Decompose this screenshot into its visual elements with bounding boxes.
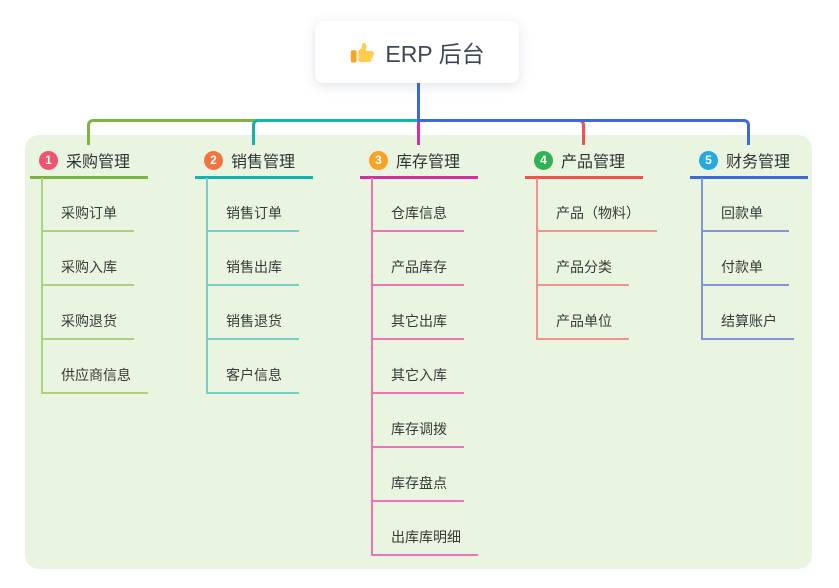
branch-topic[interactable]: 4 产品管理 bbox=[525, 147, 643, 179]
child-item-label: 回款单 bbox=[721, 205, 763, 221]
child-item-label: 结算账户 bbox=[721, 313, 777, 329]
branch-child-item[interactable]: 销售出库 bbox=[208, 232, 299, 286]
branch-child-item[interactable]: 供应商信息 bbox=[43, 340, 148, 394]
child-item-label: 销售出库 bbox=[226, 259, 282, 275]
branch-topic[interactable]: 3 库存管理 bbox=[360, 147, 478, 179]
branch-number-badge: 4 bbox=[534, 150, 553, 170]
child-item-label: 产品单位 bbox=[556, 313, 612, 329]
child-item-label: 其它入库 bbox=[391, 367, 447, 383]
child-item-label: 销售退货 bbox=[226, 313, 282, 329]
branch-number-badge: 1 bbox=[39, 150, 58, 170]
child-item-label: 客户信息 bbox=[226, 367, 282, 383]
branch-child-item[interactable]: 其它入库 bbox=[373, 340, 464, 394]
branch-child-item[interactable]: 库存调拨 bbox=[373, 394, 464, 448]
branch-number-badge: 5 bbox=[699, 150, 718, 170]
child-item-label: 库存盘点 bbox=[391, 475, 447, 491]
connector-branch-5 bbox=[417, 119, 750, 145]
branch-child-item[interactable]: 销售订单 bbox=[208, 178, 299, 232]
child-item-label: 仓库信息 bbox=[391, 205, 447, 221]
connector-branch-2 bbox=[252, 119, 419, 145]
branch-number-badge: 2 bbox=[204, 150, 223, 170]
root-node[interactable]: ERP 后台 bbox=[315, 21, 519, 83]
branch-topic-label: 库存管理 bbox=[396, 154, 461, 171]
branch-topic-label: 产品管理 bbox=[561, 154, 626, 171]
branch-child-item[interactable]: 采购订单 bbox=[43, 178, 134, 232]
child-item-label: 付款单 bbox=[721, 259, 763, 275]
branch-child-item[interactable]: 产品单位 bbox=[538, 286, 629, 340]
branch-topic[interactable]: 5 财务管理 bbox=[690, 147, 808, 179]
child-item-label: 产品（物料） bbox=[556, 205, 640, 221]
child-item-label: 其它出库 bbox=[391, 313, 447, 329]
branch-child-item[interactable]: 采购入库 bbox=[43, 232, 134, 286]
branch-child-item[interactable]: 产品分类 bbox=[538, 232, 629, 286]
branch-child-item[interactable]: 回款单 bbox=[703, 178, 789, 232]
child-item-label: 采购退货 bbox=[61, 313, 117, 329]
branch-topic-label: 采购管理 bbox=[66, 154, 131, 171]
root-stem-line bbox=[417, 82, 420, 121]
branch-child-item[interactable]: 仓库信息 bbox=[373, 178, 464, 232]
branch-child-item[interactable]: 客户信息 bbox=[208, 340, 299, 394]
branch-child-item[interactable]: 销售退货 bbox=[208, 286, 299, 340]
branch-child-list: 回款单付款单结算账户 bbox=[701, 178, 794, 340]
thumbs-up-icon bbox=[349, 39, 375, 65]
branch-topic[interactable]: 2 销售管理 bbox=[195, 147, 313, 179]
branch-child-list: 仓库信息产品库存其它出库其它入库库存调拨库存盘点出库库明细 bbox=[371, 178, 478, 556]
child-item-label: 产品库存 bbox=[391, 259, 447, 275]
branches-panel bbox=[25, 135, 812, 569]
branch-child-item[interactable]: 库存盘点 bbox=[373, 448, 464, 502]
child-item-label: 采购订单 bbox=[61, 205, 117, 221]
branch-child-list: 销售订单销售出库销售退货客户信息 bbox=[206, 178, 299, 394]
child-item-label: 销售订单 bbox=[226, 205, 282, 221]
branch-child-item[interactable]: 采购退货 bbox=[43, 286, 134, 340]
branch-topic-label: 销售管理 bbox=[231, 154, 296, 171]
branch-topic[interactable]: 1 采购管理 bbox=[30, 147, 148, 179]
connector-branch-3 bbox=[417, 119, 420, 145]
child-item-label: 库存调拨 bbox=[391, 421, 447, 437]
branch-number-badge: 3 bbox=[369, 150, 388, 170]
branch-child-item[interactable]: 出库库明细 bbox=[373, 502, 478, 556]
branch-child-item[interactable]: 结算账户 bbox=[703, 286, 794, 340]
branch-child-item[interactable]: 产品库存 bbox=[373, 232, 464, 286]
root-title: ERP 后台 bbox=[385, 41, 485, 67]
child-item-label: 采购入库 bbox=[61, 259, 117, 275]
branch-child-item[interactable]: 产品（物料） bbox=[538, 178, 657, 232]
child-item-label: 出库库明细 bbox=[391, 529, 461, 545]
child-item-label: 供应商信息 bbox=[61, 367, 131, 383]
branch-child-list: 采购订单采购入库采购退货供应商信息 bbox=[41, 178, 148, 394]
child-item-label: 产品分类 bbox=[556, 259, 612, 275]
branch-child-item[interactable]: 其它出库 bbox=[373, 286, 464, 340]
branch-child-item[interactable]: 付款单 bbox=[703, 232, 789, 286]
branch-child-list: 产品（物料） 产品分类产品单位 bbox=[536, 178, 657, 340]
branch-topic-label: 财务管理 bbox=[726, 154, 791, 171]
